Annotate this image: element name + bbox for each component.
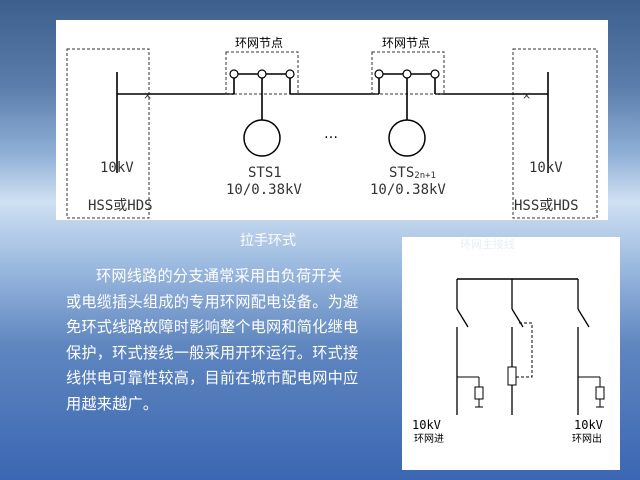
right-node-switch-3 [430,69,440,79]
sts1-name: STS1 [248,165,282,181]
right-node-switch-2 [402,69,412,79]
sts2n1-ratio: 10/0.38kV [370,182,446,198]
rmu-right-switch [577,308,590,328]
right-breaker-x: × [522,89,531,102]
watermark-text: 全球电气资源 [496,444,587,463]
rmu-mid-switch [511,308,524,328]
right-source-box [512,48,598,219]
sts1-transformer [243,119,281,157]
rmu-left-label: 环网进 [414,433,444,445]
left-node-switch-2 [257,69,267,79]
body-paragraph: 环网线路的分支通常采用由负荷开关 或电缆插头组成的专用环网配电设备。为避 免环式… [66,264,396,417]
watermark: 全球电气资源 [468,438,586,468]
ellipsis: … [324,126,338,142]
right-node-switch-1 [374,69,384,79]
rmu-left-arrester [474,386,484,400]
right-ring-node-box [371,51,445,95]
right-voltage: 10kV [529,160,563,176]
rmu-dashed-link [516,322,533,378]
body-line: 免环式线路故障时影响整个电网和简化继电 [66,318,359,336]
wechat-icon [468,443,490,462]
rmu-right-voltage: 10kV [574,418,603,432]
sts2n1-name: STS2n+1 [389,165,436,181]
rmu-right-label: 环网出 [572,432,602,445]
left-node-switch-3 [285,69,295,79]
body-line: 线供电可靠性较高，目前在城市配电网中应 [66,369,359,387]
left-voltage: 10kV [100,160,134,176]
rmu-left-switch [456,308,469,328]
left-node-label: 环网节点 [235,36,283,50]
body-line: 或电缆插头组成的专用环网配电设备。为避 [66,292,359,311]
ring-main-unit-diagram: 环网主接线 10kV 环网进 10kV 环网出 [402,237,620,470]
rmu-fuse [507,366,517,386]
sts2n1-transformer [388,119,426,157]
left-source-label: HSS或HDS [88,198,153,214]
body-line: 环网线路的分支通常采用由负荷开关 [96,267,343,285]
diagram-caption: 拉手环式 [240,233,296,249]
left-breaker-x: × [143,89,152,102]
right-node-label: 环网节点 [382,36,430,50]
left-source-box [66,48,150,219]
rmu-left-voltage: 10kV [412,418,441,432]
left-node-switch-1 [229,69,239,79]
sts1-ratio: 10/0.38kV [226,182,302,198]
body-line: 用越来越广。 [66,394,159,413]
body-line: 保护，环式接线一般采用开环运行。环式接 [66,343,359,362]
ring-network-diagram: × × 环网节点 环网节点 … STS1 10/0.38kV STS2n+1 1… [56,20,608,220]
right-source-label: HSS或HDS [514,198,579,214]
rmu-title: 环网主接线 [460,237,515,251]
rmu-right-arrester [595,386,605,400]
